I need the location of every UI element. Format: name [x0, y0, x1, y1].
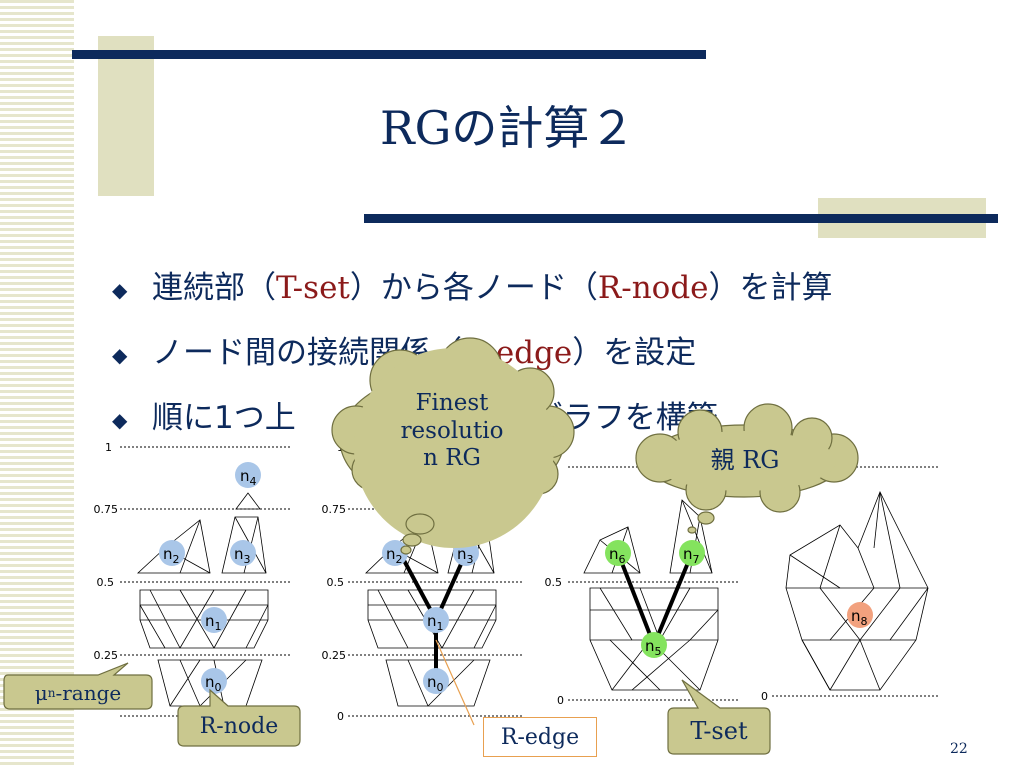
- r-edge-pointer: [435, 639, 475, 726]
- bullet-1: ◆連続部（T-set）から各ノード（R-node）を計算: [112, 270, 833, 306]
- node-label: n5: [645, 637, 662, 658]
- node-label: n8: [851, 607, 868, 628]
- node-label: n3: [457, 545, 474, 566]
- node-label: n4: [240, 467, 257, 488]
- panel1-nodes: [159, 462, 261, 694]
- panel3-edges: [616, 552, 694, 646]
- tick-label-025: 0.25: [322, 649, 347, 662]
- node-label: n0: [427, 673, 444, 694]
- tick-label-05: 0.5: [545, 576, 563, 589]
- panel3-nodes: [605, 540, 705, 658]
- node-label: n3: [234, 545, 251, 566]
- panel2-mesh: [365, 516, 497, 707]
- r-node-callout-shape: [177, 688, 301, 747]
- tick-label-075: 0.75: [322, 503, 347, 516]
- panel2-nodes: [382, 540, 479, 694]
- mu-range-callout-shape: [3, 662, 153, 710]
- panel4-node: [847, 602, 873, 628]
- slide-title: RGの計算２: [380, 101, 636, 155]
- panel3-mesh: [583, 499, 719, 691]
- t-set-label: T-set: [690, 717, 748, 745]
- tick-label-025: 0.25: [94, 649, 119, 662]
- page-number: 22: [950, 741, 968, 757]
- diamond-bullet-icon: ◆: [112, 407, 128, 432]
- finest-cloud: [331, 337, 575, 555]
- diamond-bullet-icon: ◆: [112, 342, 128, 367]
- tick-label-0: 0: [337, 710, 344, 723]
- node-label: n7: [683, 545, 700, 566]
- finest-rg-callout: Finest resolutio n RG: [400, 390, 504, 472]
- tick-label-1: 1: [105, 441, 112, 454]
- node-label: n1: [205, 612, 222, 633]
- r-edge-label: R-edge: [483, 717, 597, 757]
- tick-label-05: 0.5: [327, 576, 345, 589]
- node-label: n0: [205, 673, 222, 694]
- r-node-label: R-node: [199, 713, 279, 739]
- t-set-callout-shape: [667, 679, 771, 755]
- node-label: n1: [427, 612, 444, 633]
- parent-rg-callout: 親 RG: [710, 446, 780, 474]
- panel4-mesh: [785, 491, 929, 691]
- panel1-mesh: [136, 492, 269, 707]
- title-rule-bottom: [364, 214, 998, 223]
- tick-label-0: 0: [557, 694, 564, 707]
- node-label: n2: [163, 545, 180, 566]
- title-rule-top: [72, 50, 706, 59]
- node-label: n6: [609, 545, 626, 566]
- tick-label-075: 0.75: [94, 503, 119, 516]
- accent-block-top: [98, 36, 154, 196]
- diamond-bullet-icon: ◆: [112, 277, 128, 302]
- tick-label-0: 0: [761, 690, 768, 703]
- tick-label-05: 0.5: [97, 576, 115, 589]
- parent-rg-cloud: [635, 403, 859, 534]
- node-label: n2: [386, 545, 403, 566]
- decorative-stripes: [0, 0, 74, 768]
